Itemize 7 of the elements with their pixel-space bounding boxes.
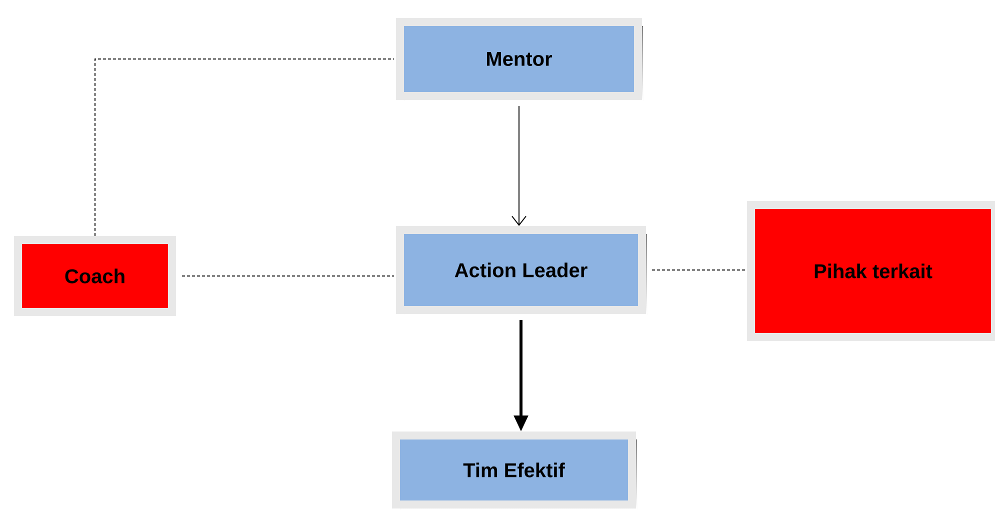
connector [512,106,526,226]
process-box: Action Leader [396,226,647,315]
stakeholder-box: Pihak terkait [747,201,995,341]
process-box: Tim Efektif [392,432,637,510]
process-box: Mentor [396,18,643,101]
stakeholder-box: Coach [14,236,176,316]
connector [94,58,394,236]
